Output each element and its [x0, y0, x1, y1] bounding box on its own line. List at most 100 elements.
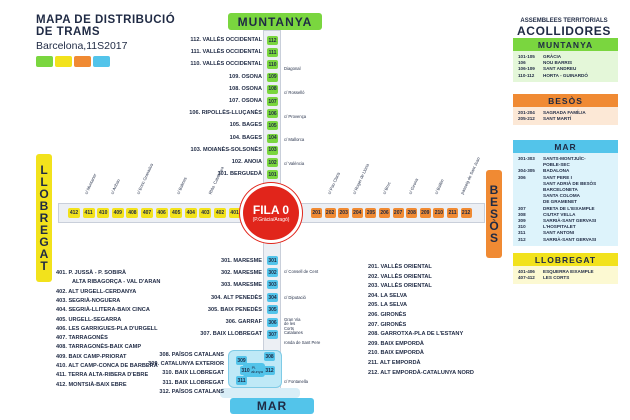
sidebar-header: ASSEMBLEES TERRITORIALS ACOLLIDORES	[508, 18, 620, 38]
besos-list-item: 207. GIRONÈS	[368, 321, 407, 328]
llobregat-street: c/ Aribau	[109, 178, 121, 195]
llobregat-stop: 407	[141, 208, 153, 218]
mar-stop: 302	[267, 268, 278, 277]
besos-stop: 205	[365, 208, 377, 218]
muntanya-label: 104. BAGES	[229, 134, 262, 141]
llobregat-stop: 410	[97, 208, 110, 218]
panel-row-name: LES CORTS	[543, 275, 570, 281]
muntanya-street: Diagonal	[284, 66, 301, 71]
panel-row: DE GRAMENET	[518, 199, 614, 205]
banner-letter: E	[39, 223, 48, 237]
besos-street: c/ Girona	[407, 177, 420, 195]
muntanya-stop: 106	[267, 109, 278, 119]
mar-list-item: 308. PAÏSOS CATALANS	[159, 352, 224, 358]
banner-letter: B	[39, 199, 49, 213]
muntanya-label: 110. VALLÈS OCCIDENTAL	[190, 61, 262, 68]
muntanya-stop: 112	[267, 36, 278, 45]
mar-banner: MAR	[230, 398, 314, 414]
muntanya-banner: MUNTANYA	[228, 13, 322, 30]
muntanya-stop: 104	[267, 133, 278, 143]
besos-list-item: 208. GARROTXA-PLA DE L'ESTANY	[368, 331, 464, 338]
besos-stop: 210	[433, 208, 445, 218]
llobregat-stop: 409	[111, 208, 124, 218]
muntanya-street: c/ Rosselló	[284, 90, 305, 95]
banner-letter: O	[39, 187, 49, 201]
panel-row-name: GRÀCIA	[543, 54, 562, 59]
mar-list-item: 310. BAIX LLOBREGAT	[162, 370, 224, 377]
besos-stop: 203	[338, 208, 350, 218]
llobregat-stop: 404	[184, 208, 197, 218]
llobregat-list-item: 411. TERRA ALTA-RIBERA D'EBRE	[56, 372, 149, 379]
llobregat-list-item: 412. MONTSIÀ-BAIX EBRE	[56, 381, 127, 388]
panel-row: 407-412 LES CORTS	[518, 275, 614, 281]
muntanya-stop: 107	[267, 97, 278, 106]
besos-street: c/ Bruc	[381, 181, 392, 195]
besos-stop: 209	[419, 208, 431, 218]
map-subtitle: Barcelona,11S2017	[36, 40, 128, 52]
panel-row-name: SANT ANTONI	[543, 230, 575, 236]
banner-letter: T	[40, 259, 48, 273]
panel-row-name: BADALONA	[543, 168, 570, 174]
llobregat-list-item: 410. ALT CAMP-CONCA DE BARBERÀ	[56, 363, 158, 369]
llobregat-stop: 408	[126, 208, 139, 218]
besos-stop: 206	[379, 208, 390, 218]
panel-row-name: POBLE-SEC	[543, 162, 570, 168]
llobregat-list-item: ALTA RIBAGORÇA - VAL D'ARAN	[72, 279, 161, 286]
panel-row-code: 106	[518, 60, 526, 66]
mar-list-item: 306. GARRAF	[225, 319, 262, 325]
besos-list-item: 211. ALT EMPORDÀ	[368, 360, 421, 366]
panel-row-name: CIUTAT VELLA	[543, 211, 576, 217]
mar-street: ronda de Sant Pere	[284, 340, 321, 345]
muntanya-stop: 102	[267, 158, 278, 167]
mar-stop: 311	[236, 376, 247, 385]
legend-swatch	[93, 56, 110, 67]
panel-heading: LLOBREGAT	[513, 253, 618, 266]
panel-row-name: ESQUERRA EIXAMPLE	[543, 269, 594, 274]
muntanya-label: 101. BERGUEDÀ	[217, 171, 262, 178]
panel-row-code: 312	[518, 236, 526, 242]
besos-street: passeig de Sant Joan	[459, 156, 482, 195]
llobregat-stop: 402	[214, 208, 226, 218]
mar-list-item: 301. MARESME	[220, 258, 262, 264]
muntanya-label: 106. RIPOLLÈS-LLUÇANÈS	[189, 110, 262, 117]
banner-letter: R	[39, 211, 49, 225]
mar-list-item: 302. MARESME	[220, 270, 262, 277]
mar-stop: 312	[264, 366, 275, 375]
besos-stop: 212	[460, 208, 472, 218]
muntanya-stop: 103	[267, 145, 278, 155]
panel-row-code: 205-212	[518, 116, 535, 122]
mar-street: c/ Fontanella	[284, 379, 308, 384]
besos-list-item: 204. LA SELVA	[368, 292, 408, 299]
llobregat-stop: 405	[170, 208, 183, 218]
besos-stop: 201	[311, 208, 322, 218]
panel-row-name: SANTS-MONTJUÏC-	[543, 156, 586, 161]
panel-row-name: SANT PERE I	[543, 174, 572, 180]
banner-letter: G	[39, 235, 49, 249]
sidebar-small-title: ASSEMBLEES TERRITORIALS	[520, 18, 608, 24]
panel-row-code: 201-204	[518, 110, 535, 115]
llobregat-stop: 411	[82, 208, 95, 218]
mar-street: c/ Consell de Cent	[284, 269, 319, 274]
panel-row-code: 407-412	[518, 275, 535, 281]
banner-letter: S	[489, 231, 498, 245]
panel-row-name: SANT MARTÍ	[543, 116, 572, 122]
muntanya-street: c/ València	[284, 161, 305, 166]
muntanya-label: 112. VALLÈS OCCIDENTAL	[190, 37, 262, 43]
panel-row-name: DE GRAMENET	[543, 199, 577, 205]
llobregat-list-item: 402. ALT URGELL-CERDANYA	[56, 288, 137, 295]
mar-list-item: 309. CATALUNYA EXTERIOR	[148, 361, 224, 368]
llobregat-list-item: 409. BAIX CAMP-PRIORAT	[56, 353, 127, 360]
panel-row-name: DRETA DE L'EIXAMPLE	[543, 205, 595, 211]
llobregat-stop: 406	[155, 208, 168, 218]
besos-list-item: 205. LA SELVA	[368, 302, 408, 309]
